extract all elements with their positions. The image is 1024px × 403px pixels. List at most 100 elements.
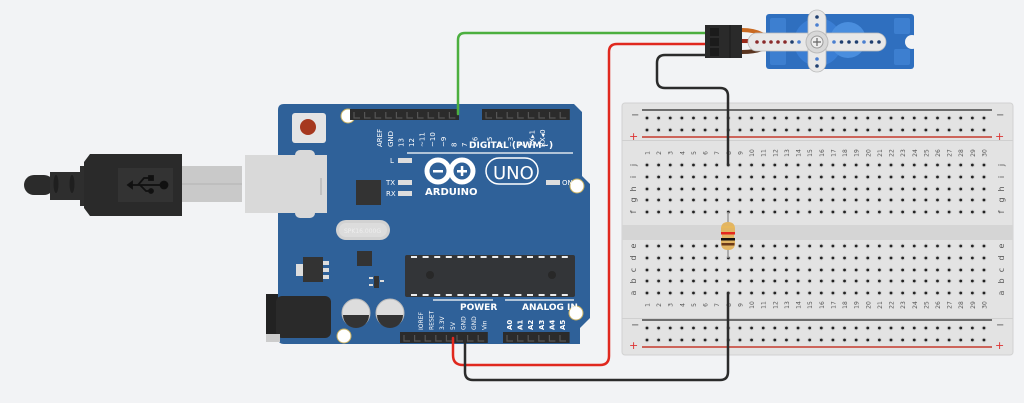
breadboard-hole[interactable] — [923, 337, 929, 343]
breadboard-hole[interactable] — [737, 162, 743, 168]
breadboard-hole[interactable] — [923, 290, 929, 296]
breadboard-hole[interactable] — [911, 337, 917, 343]
breadboard-hole[interactable] — [737, 290, 743, 296]
breadboard-hole[interactable] — [795, 127, 801, 133]
breadboard-hole[interactable] — [877, 197, 882, 203]
breadboard-hole[interactable] — [818, 325, 824, 331]
breadboard-hole[interactable] — [911, 325, 917, 331]
breadboard-hole[interactable] — [679, 197, 685, 203]
breadboard-hole[interactable] — [935, 127, 940, 133]
breadboard-hole[interactable] — [807, 337, 813, 343]
breadboard-hole[interactable] — [946, 174, 952, 180]
breadboard-hole[interactable] — [795, 197, 801, 203]
breadboard-hole[interactable] — [656, 290, 662, 296]
breadboard-hole[interactable] — [818, 197, 824, 203]
breadboard-hole[interactable] — [679, 115, 685, 121]
breadboard-hole[interactable] — [795, 209, 801, 215]
breadboard-hole[interactable] — [691, 290, 696, 296]
breadboard-hole[interactable] — [749, 115, 754, 121]
breadboard-hole[interactable] — [760, 290, 766, 296]
breadboard-hole[interactable] — [737, 278, 743, 284]
breadboard-hole[interactable] — [900, 325, 906, 331]
breadboard-hole[interactable] — [772, 267, 778, 273]
header-socket[interactable] — [353, 112, 360, 119]
breadboard-hole[interactable] — [935, 278, 940, 284]
breadboard-hole[interactable] — [656, 209, 662, 215]
breadboard-hole[interactable] — [702, 174, 708, 180]
breadboard-hole[interactable] — [935, 255, 940, 261]
breadboard-hole[interactable] — [795, 337, 801, 343]
breadboard-hole[interactable] — [958, 162, 964, 168]
breadboard-hole[interactable] — [842, 290, 847, 296]
breadboard-hole[interactable] — [667, 197, 673, 203]
header-socket[interactable] — [467, 335, 474, 342]
breadboard-hole[interactable] — [888, 115, 894, 121]
breadboard-hole[interactable] — [795, 174, 801, 180]
breadboard-hole[interactable] — [853, 127, 859, 133]
header-socket[interactable] — [385, 112, 392, 119]
breadboard-hole[interactable] — [795, 186, 801, 192]
breadboard-hole[interactable] — [737, 337, 743, 343]
breadboard-hole[interactable] — [818, 267, 824, 273]
breadboard-hole[interactable] — [842, 255, 847, 261]
breadboard-hole[interactable] — [644, 162, 650, 168]
breadboard-hole[interactable] — [749, 209, 754, 215]
breadboard-hole[interactable] — [679, 174, 685, 180]
breadboard-hole[interactable] — [865, 197, 871, 203]
breadboard-hole[interactable] — [830, 290, 836, 296]
breadboard-hole[interactable] — [842, 127, 847, 133]
breadboard-hole[interactable] — [784, 209, 789, 215]
breadboard-hole[interactable] — [923, 255, 929, 261]
breadboard-hole[interactable] — [853, 243, 859, 249]
breadboard-hole[interactable] — [667, 337, 673, 343]
breadboard-hole[interactable] — [923, 127, 929, 133]
header-socket[interactable] — [549, 112, 556, 119]
header-socket[interactable] — [517, 335, 524, 342]
breadboard-hole[interactable] — [958, 243, 964, 249]
breadboard-hole[interactable] — [877, 325, 882, 331]
breadboard-hole[interactable] — [888, 325, 894, 331]
breadboard-hole[interactable] — [749, 243, 754, 249]
breadboard-hole[interactable] — [935, 186, 940, 192]
breadboard-hole[interactable] — [725, 186, 731, 192]
header-socket[interactable] — [506, 335, 513, 342]
breadboard-hole[interactable] — [644, 209, 650, 215]
breadboard-hole[interactable] — [946, 255, 952, 261]
breadboard-hole[interactable] — [749, 197, 754, 203]
breadboard-hole[interactable] — [877, 267, 882, 273]
breadboard-hole[interactable] — [923, 174, 929, 180]
breadboard-hole[interactable] — [946, 127, 952, 133]
breadboard-hole[interactable] — [807, 174, 813, 180]
breadboard-hole[interactable] — [888, 197, 894, 203]
breadboard-hole[interactable] — [900, 209, 906, 215]
header-socket[interactable] — [448, 112, 456, 119]
breadboard-hole[interactable] — [946, 278, 952, 284]
breadboard-hole[interactable] — [911, 243, 917, 249]
breadboard-hole[interactable] — [865, 337, 871, 343]
breadboard-hole[interactable] — [853, 337, 859, 343]
breadboard-hole[interactable] — [667, 174, 673, 180]
breadboard-hole[interactable] — [772, 115, 778, 121]
breadboard-hole[interactable] — [969, 278, 975, 284]
breadboard-hole[interactable] — [760, 337, 766, 343]
breadboard-hole[interactable] — [981, 337, 987, 343]
breadboard-hole[interactable] — [795, 278, 801, 284]
breadboard-hole[interactable] — [842, 162, 847, 168]
breadboard-hole[interactable] — [714, 162, 720, 168]
header-socket[interactable] — [517, 112, 524, 119]
breadboard-hole[interactable] — [946, 162, 952, 168]
breadboard-hole[interactable] — [702, 243, 708, 249]
breadboard-hole[interactable] — [969, 174, 975, 180]
breadboard-hole[interactable] — [714, 186, 720, 192]
breadboard-hole[interactable] — [830, 243, 836, 249]
breadboard-hole[interactable] — [865, 325, 871, 331]
digital-header[interactable] — [350, 109, 459, 120]
breadboard-hole[interactable] — [784, 162, 789, 168]
breadboard-hole[interactable] — [958, 267, 964, 273]
analog-header[interactable] — [503, 332, 570, 343]
breadboard-hole[interactable] — [679, 290, 685, 296]
breadboard-hole[interactable] — [760, 115, 766, 121]
header-socket[interactable] — [364, 112, 371, 119]
wire-ground-servo[interactable] — [655, 53, 730, 167]
breadboard-hole[interactable] — [958, 127, 964, 133]
